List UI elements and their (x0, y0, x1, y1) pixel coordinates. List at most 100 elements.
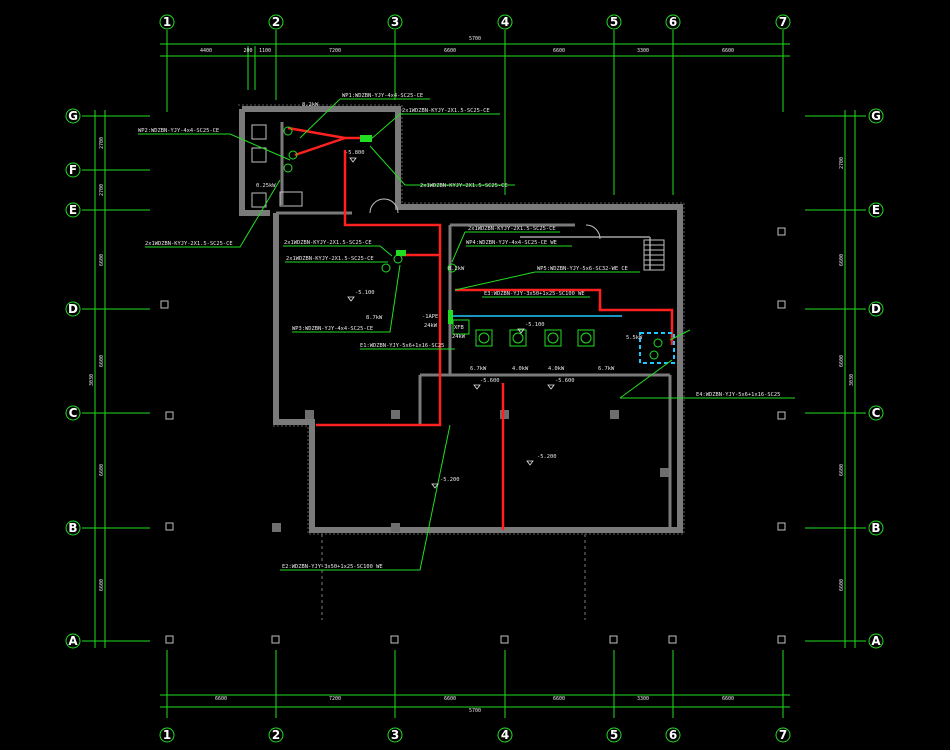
label-wp1: WP1:WDZBN-YJY-4x4-SC25-CE (342, 93, 423, 99)
axis-bubble-A: A (65, 633, 81, 649)
dim-left-seg-1: 2700 (99, 137, 105, 149)
label-ce-top: 2x1WDZBN-KYJY-2X1.5-SC25-CE (402, 108, 490, 114)
dim-left-seg-2: 2700 (99, 184, 105, 196)
dim-right-total: 3030 (849, 374, 855, 386)
svg-text:2: 2 (272, 728, 280, 742)
level-mid: -5.100 (525, 322, 544, 328)
level-room-1: -5.600 (480, 378, 499, 384)
fan-units (475, 329, 595, 347)
fan-unit-1 (475, 329, 493, 347)
level-room-2: -5.600 (555, 378, 574, 384)
dimension-labels: 5700 4400 200 1100 7200 6600 6600 3300 6… (89, 36, 855, 714)
level-big-2: -5.200 (537, 454, 556, 460)
load-mid: 8.2kW (448, 266, 465, 272)
svg-text:A: A (68, 634, 78, 648)
label-e4: E4:WDZBN-YJY-5x6+1x16-SC25 (696, 392, 780, 398)
axis-bubble-B-right: B (868, 520, 884, 536)
row-axis-bubbles-left: G F E D C B A (65, 108, 81, 649)
label-pane: -1APE (422, 314, 438, 320)
fan-unit-3 (544, 329, 562, 347)
dashed-grid-lines (321, 534, 586, 620)
axis-bubble-E-right: E (868, 202, 884, 218)
dim-top-seg-3: 1100 (259, 48, 271, 54)
axis-bubble-1-bottom: 1 (159, 727, 175, 743)
axis-bubble-2: 2 (268, 14, 284, 30)
dim-left-seg-6: 6600 (99, 579, 105, 591)
panel-boxes (360, 135, 453, 324)
column-axis-bubbles-bottom: 1 2 3 4 5 6 7 (159, 727, 791, 743)
xfb-box (452, 319, 470, 335)
svg-text:D: D (68, 302, 78, 316)
svg-text:6: 6 (669, 728, 677, 742)
axis-bubble-D-right: D (868, 301, 884, 317)
structural-columns (160, 227, 786, 644)
svg-text:D: D (871, 302, 881, 316)
axis-bubble-F: F (65, 162, 81, 178)
axis-bubble-3-bottom: 3 (387, 727, 403, 743)
dim-top-seg-5: 6600 (444, 48, 456, 54)
svg-text:4: 4 (501, 15, 509, 29)
axis-bubble-7: 7 (775, 14, 791, 30)
svg-text:E: E (872, 203, 880, 217)
label-xfb: XFB (454, 325, 464, 331)
load-pane: 24kW (424, 323, 438, 329)
load-fan-4: 6.7kW (598, 366, 615, 372)
dim-right-seg-2: 6600 (839, 254, 845, 266)
column-axis-bubbles-top: 1 2 3 4 5 6 7 (159, 14, 791, 30)
svg-text:C: C (872, 406, 881, 420)
axis-bubble-C-right: C (868, 405, 884, 421)
dim-top-total: 5700 (469, 36, 481, 42)
axis-bubble-B: B (65, 520, 81, 536)
label-e3: E3:WDZBN-YJY-3x50+1x25-SC100 WE (484, 291, 585, 297)
level-top: -5.800 (345, 150, 364, 156)
dim-right-seg-1: 2700 (839, 157, 845, 169)
axis-bubble-D: D (65, 301, 81, 317)
svg-text:7: 7 (779, 15, 787, 29)
axis-bubble-1: 1 (159, 14, 175, 30)
load-xfb: 24kW (452, 334, 466, 340)
svg-text:4: 4 (501, 728, 509, 742)
axis-bubble-6: 6 (665, 14, 681, 30)
dim-top-seg-7: 3300 (637, 48, 649, 54)
svg-text:3: 3 (391, 728, 399, 742)
label-e2: E2:WDZBN-YJY-3x50+1x25-SC100 WE (282, 564, 383, 570)
dim-left-seg-4: 6600 (99, 355, 105, 367)
column-blocks (272, 410, 669, 532)
load-left: 8.7kW (366, 315, 383, 321)
label-ce-c2: 2x1WDZBN-KYJY-2X1.5-SC25-CE (286, 256, 374, 262)
dim-top-seg-4: 7200 (329, 48, 341, 54)
axis-bubble-5-bottom: 5 (606, 727, 622, 743)
dim-right-seg-5: 6600 (839, 579, 845, 591)
wall-hatch (238, 104, 685, 535)
svg-text:7: 7 (779, 728, 787, 742)
svg-text:3: 3 (391, 15, 399, 29)
axis-grid (82, 30, 866, 718)
load-fan-1: 6.7kW (470, 366, 487, 372)
svg-text:B: B (871, 521, 880, 535)
axis-bubble-A-right: A (868, 633, 884, 649)
axis-bubble-7-bottom: 7 (775, 727, 791, 743)
dim-right-seg-3: 6600 (839, 355, 845, 367)
label-wp5: WP5:WDZBN-YJY-5x6-SC32-WE CE (537, 266, 628, 272)
svg-text:B: B (68, 521, 77, 535)
label-wp3: WP3:WDZBN-YJY-4x4-SC25-CE (292, 326, 373, 332)
load-fan-2: 4.0kW (512, 366, 529, 372)
dim-bottom-seg-1: 6600 (215, 696, 227, 702)
bus-duct (450, 315, 675, 364)
dim-top-seg-2: 200 (243, 48, 252, 54)
dim-left-total: 3030 (89, 374, 95, 386)
axis-bubble-3: 3 (387, 14, 403, 30)
row-axis-bubbles-right: G E D C B A (868, 108, 884, 649)
doors (251, 124, 601, 240)
load-top: 8.2kW (302, 102, 319, 108)
svg-text:C: C (69, 406, 78, 420)
dim-top-seg-8: 6600 (722, 48, 734, 54)
svg-text:G: G (871, 109, 881, 123)
axis-bubble-G-right: G (868, 108, 884, 124)
level-markers (347, 157, 555, 489)
axis-bubble-6-bottom: 6 (665, 727, 681, 743)
axis-bubble-4: 4 (497, 14, 513, 30)
label-wp4: WP4:WDZBN-YJY-4x4-SC25-CE WE (466, 240, 557, 246)
svg-text:A: A (871, 634, 881, 648)
